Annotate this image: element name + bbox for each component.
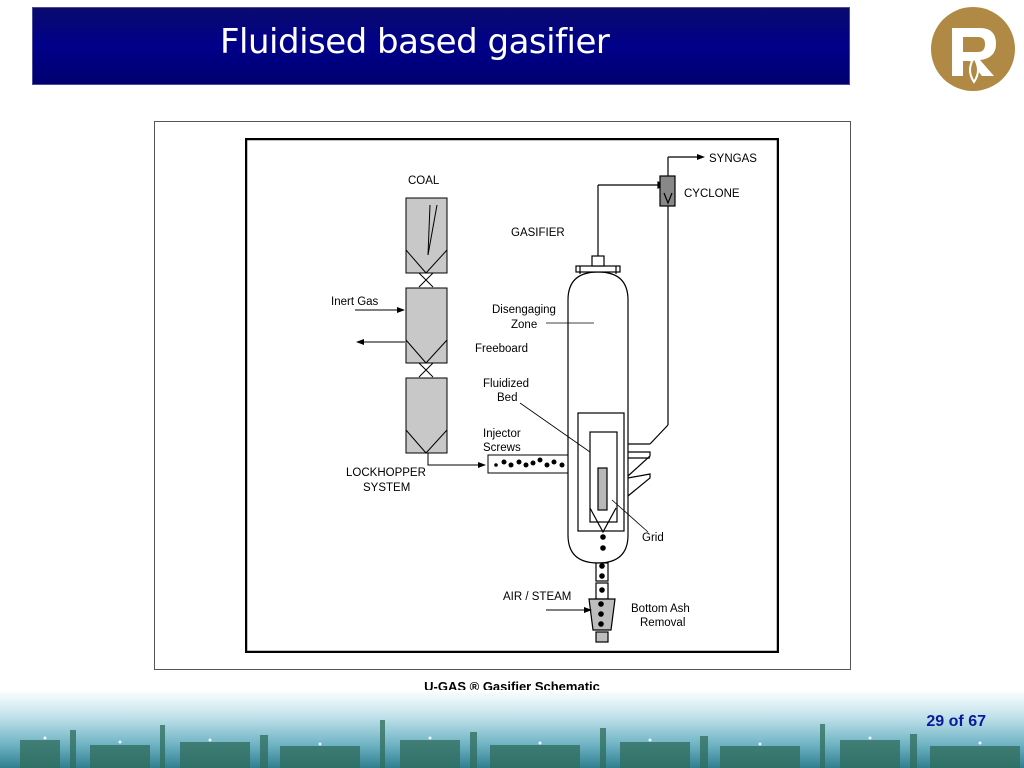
footer-refinery-image: [0, 690, 1024, 768]
bottom-ash-removal: [588, 562, 616, 643]
slide-title: Fluidised based gasifier: [220, 22, 610, 62]
reliance-logo-icon: [931, 7, 1015, 91]
label-gasifier: GASIFIER: [511, 227, 565, 239]
gasifier-vessel: [567, 185, 629, 564]
label-freeboard: Freeboard: [475, 343, 528, 355]
label-inert-gas: Inert Gas: [331, 296, 379, 308]
cyclone: [598, 156, 698, 497]
label-screws: Screws: [483, 442, 521, 454]
lock-hopper: [405, 287, 448, 364]
label-bed: Bed: [497, 392, 517, 404]
page-number: 29 of 67: [926, 713, 986, 730]
label-injector: Injector: [483, 428, 521, 440]
label-coal: COAL: [408, 175, 440, 187]
label-zone: Zone: [511, 319, 537, 331]
coal-hopper: [405, 197, 448, 274]
title-bar: Fluidised based gasifier: [32, 7, 850, 85]
label-fluidized: Fluidized: [483, 378, 529, 390]
label-removal: Removal: [640, 617, 685, 629]
label-cyclone: CYCLONE: [684, 188, 740, 200]
label-air-steam: AIR / STEAM: [503, 591, 571, 603]
draft-tube: [597, 467, 608, 511]
label-grid: Grid: [642, 532, 664, 544]
feed-hopper: [405, 377, 448, 454]
label-system: SYSTEM: [363, 482, 410, 494]
label-syngas: SYNGAS: [709, 153, 757, 165]
ugas-schematic: SYNGAS CYCLONE COAL GASIFIER Inert Gas D…: [245, 138, 779, 653]
label-bottom-ash: Bottom Ash: [631, 603, 690, 615]
lockhopper: [405, 197, 484, 466]
label-disengaging: Disengaging: [492, 304, 556, 316]
label-lockhopper: LOCKHOPPER: [346, 467, 426, 479]
